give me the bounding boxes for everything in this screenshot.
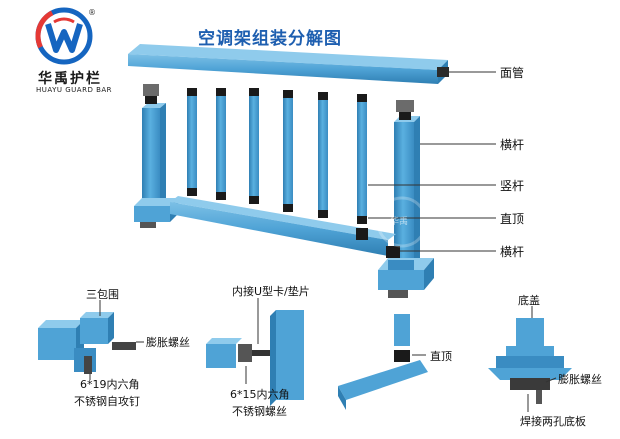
label-three-wrap: 三包围: [86, 288, 119, 301]
label-hex-bolt-line1: 6*15内六角: [230, 388, 290, 401]
label-base-plate: 焊接两孔底板: [520, 415, 586, 428]
brand-name: 华禹护栏: [38, 71, 102, 87]
label-straight-cap: 直顶: [500, 212, 525, 226]
label-hex-screw-line2: 不锈钢自攻钉: [74, 395, 140, 408]
vertical-bar: [357, 94, 367, 224]
bottom-rail: [170, 196, 400, 258]
detail-base-cover: [488, 306, 572, 412]
left-post: [134, 84, 178, 228]
page-title: 空调架组装分解图: [198, 29, 342, 49]
vertical-bar: [216, 88, 226, 200]
brand-logo: [35, 7, 93, 65]
label-rail-upper: 横杆: [500, 138, 525, 152]
label-vertical-bar: 竖杆: [500, 179, 525, 193]
vertical-bars: [187, 88, 367, 224]
vertical-bar: [187, 88, 197, 196]
label-hex-screw-line1: 6*19内六角: [80, 378, 140, 391]
label-straight-cap-detail: 直顶: [430, 350, 452, 363]
watermark-text: 华禹: [390, 217, 409, 227]
label-base-cover: 底盖: [518, 294, 540, 307]
detail-straight-cap: [338, 314, 428, 410]
right-post: [378, 100, 434, 298]
watermark: [376, 196, 428, 248]
label-rail-lower: 横杆: [500, 245, 525, 259]
label-expansion-screw-left: 膨胀螺丝: [146, 336, 190, 349]
detail-u-clip: [206, 298, 304, 406]
vertical-bar: [318, 92, 328, 218]
label-u-clip: 内接U型卡/垫片: [232, 285, 310, 298]
registered-mark: ®: [88, 8, 96, 17]
detail-three-wrap: [38, 300, 144, 380]
leader-lines: [368, 71, 496, 252]
label-top-tube: 面管: [500, 66, 525, 80]
vertical-bar: [283, 90, 293, 212]
label-hex-bolt-line2: 不锈钢螺丝: [232, 405, 287, 418]
label-expansion-screw-right: 膨胀螺丝: [558, 373, 602, 386]
vertical-bar: [249, 88, 259, 204]
top-tube: [128, 44, 449, 84]
brand-subtitle: HUAYU GUARD BAR: [36, 86, 113, 94]
